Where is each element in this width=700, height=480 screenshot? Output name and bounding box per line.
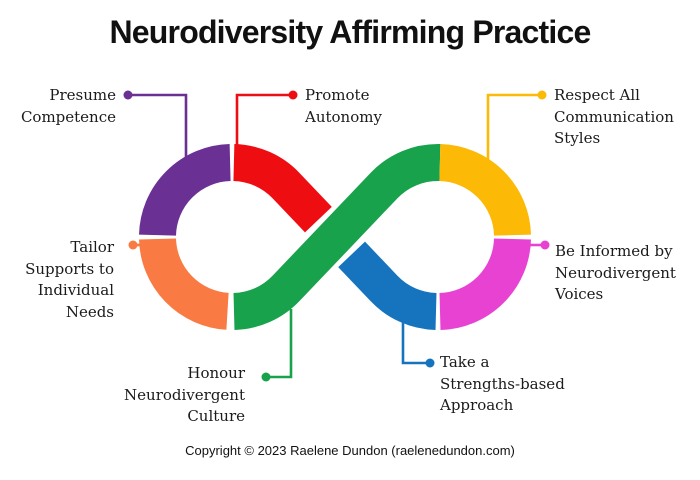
label-respect-communication: Respect All Communication Styles	[554, 86, 674, 147]
label-tailor-supports: Tailor Supports to Individual Needs	[25, 238, 114, 321]
dot-honour-culture	[261, 372, 271, 382]
dot-tailor-supports	[128, 240, 138, 250]
page-title: Neurodiversity Affirming Practice	[109, 14, 591, 50]
connector-respect-communication	[486, 93, 542, 161]
dot-respect-communication	[537, 90, 547, 100]
segment-tailor-supports	[139, 237, 230, 330]
segment-be-informed	[438, 237, 531, 330]
dot-be-informed	[540, 240, 550, 250]
segment-respect-communication	[438, 144, 531, 237]
dot-promote-autonomy	[288, 90, 298, 100]
dot-presume-competence	[123, 90, 133, 100]
label-presume-competence: Presume Competence	[20, 86, 116, 126]
label-be-informed: Be Informed by Neurodivergent Voices	[555, 242, 676, 303]
connector-honour-culture	[266, 309, 293, 379]
segment-promote-autonomy	[232, 144, 332, 233]
connector-strengths-approach	[401, 317, 430, 365]
connector-promote-autonomy	[235, 93, 293, 147]
label-promote-autonomy: Promote Autonomy	[305, 86, 382, 126]
segment-strengths-approach	[338, 241, 438, 330]
copyright-text: Copyright © 2023 Raelene Dundon (raelene…	[185, 443, 515, 458]
connector-presume-competence	[128, 93, 188, 159]
label-strengths-approach: Take a Strengths-based Approach	[440, 353, 565, 414]
dot-strengths-approach	[425, 358, 435, 368]
segment-presume-competence	[139, 144, 232, 237]
segment-honour-culture	[232, 144, 441, 330]
label-honour-culture: Honour Neurodivergent Culture	[124, 364, 245, 425]
